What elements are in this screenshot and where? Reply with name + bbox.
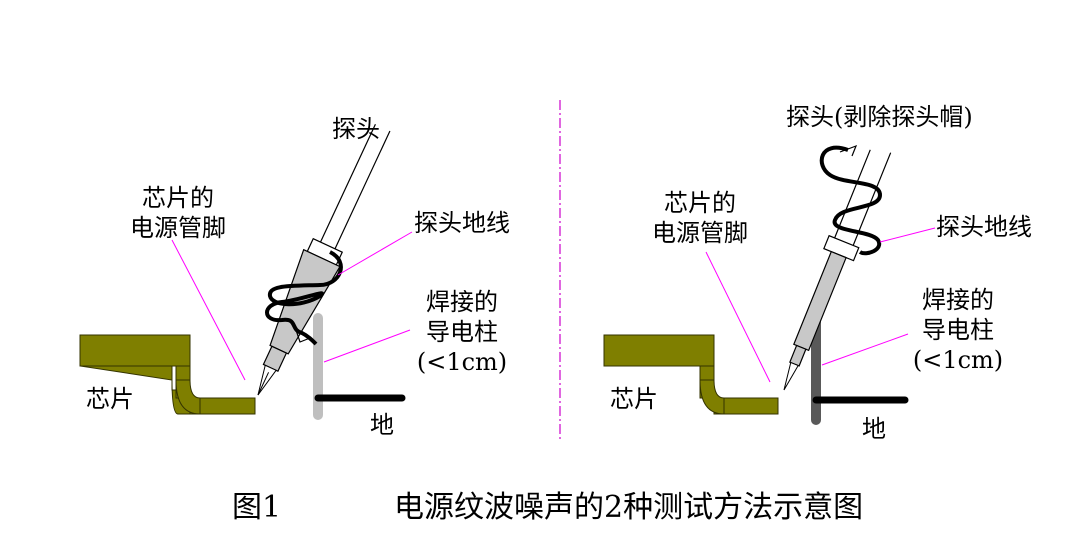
right-post-label-line3: (<1cm) xyxy=(912,346,1004,374)
left-leader-pin xyxy=(171,239,246,381)
right-pin-label: 芯片的 电源管脚 xyxy=(640,188,760,248)
left-leader-ground xyxy=(337,231,413,276)
figure-number: 图1 xyxy=(232,490,282,525)
left-diagram xyxy=(79,124,413,420)
left-chip-pin-elbow xyxy=(175,379,201,415)
right-post-label-line1: 焊接的 xyxy=(922,286,994,314)
right-pin-label-line1: 芯片的 xyxy=(664,189,736,217)
left-chip-label: 芯片 xyxy=(86,385,134,413)
left-pin-label-line2: 电源管脚 xyxy=(130,214,226,242)
left-chip-body xyxy=(79,334,191,367)
left-ground-lead-coil xyxy=(265,250,343,346)
right-probe-label: 探头(剥除探头帽) xyxy=(786,103,973,131)
left-post-label: 焊接的 导电柱 (<1cm) xyxy=(412,287,512,377)
right-post-label: 焊接的 导电柱 (<1cm) xyxy=(908,285,1008,375)
right-leader-pin xyxy=(705,251,771,383)
figure-title: 电源纹波噪声的2种测试方法示意图 xyxy=(394,490,864,525)
right-leader-post xyxy=(821,333,909,366)
right-ground-lead-label: 探头地线 xyxy=(936,213,1032,241)
left-ground-label: 地 xyxy=(370,411,394,439)
right-chip-pin-elbow xyxy=(699,379,725,415)
right-probe xyxy=(783,149,892,391)
left-post-label-line3: (<1cm) xyxy=(416,348,508,376)
right-diagram xyxy=(603,144,936,425)
right-ground-lead-tip xyxy=(839,144,858,157)
right-ground-lead-coil xyxy=(819,145,883,256)
right-pin-label-line2: 电源管脚 xyxy=(652,219,748,247)
left-leader-post xyxy=(323,329,411,363)
left-ground-lead-label: 探头地线 xyxy=(414,209,510,237)
left-probe-label: 探头 xyxy=(332,115,380,143)
right-chip-label: 芯片 xyxy=(610,385,658,413)
left-pin-label-line1: 芯片的 xyxy=(142,184,214,212)
right-leader-ground xyxy=(879,227,936,243)
right-chip-body xyxy=(603,334,715,367)
right-post-label-line2: 导电柱 xyxy=(922,316,994,344)
left-pin-label: 芯片的 电源管脚 xyxy=(118,183,238,243)
left-ground-lead-tip xyxy=(295,329,311,343)
left-post-label-line2: 导电柱 xyxy=(426,318,498,346)
left-probe xyxy=(257,124,391,396)
right-ground-label: 地 xyxy=(862,415,886,443)
left-post-label-line1: 焊接的 xyxy=(426,288,498,316)
